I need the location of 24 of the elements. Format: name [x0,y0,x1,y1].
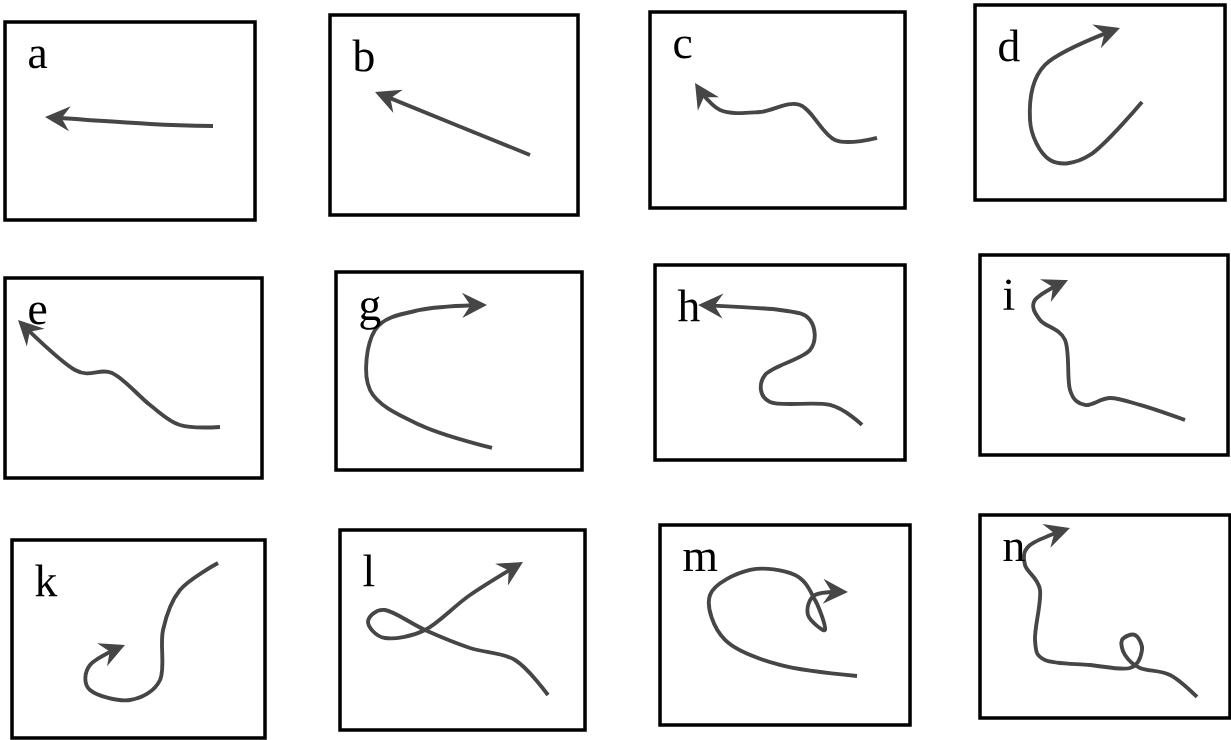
panel-letter: g [360,296,381,330]
panel-letter: i [1003,279,1015,310]
panel-box [328,13,580,217]
panel-letter: c [674,36,692,59]
panel-box [3,20,257,222]
panel-letter: n [1003,539,1025,561]
panel-box [978,513,1231,720]
panel-box [10,538,267,740]
panel-letter: d [999,29,1020,62]
panel-box [338,528,587,732]
panel-letter: a [29,46,48,69]
panel-box [648,10,907,210]
panel-box [653,263,907,462]
panel-box [973,3,1227,202]
panel-letter: l [363,554,375,587]
panel-letter: e [29,302,47,325]
panel-box [334,270,584,472]
panel-letter: k [35,564,58,597]
panel-box [978,253,1230,457]
panel-letter: b [352,39,374,72]
panel-letter: m [683,549,718,571]
panel-letter: h [677,289,700,322]
panel-box [3,276,264,480]
panel-box [658,523,912,727]
